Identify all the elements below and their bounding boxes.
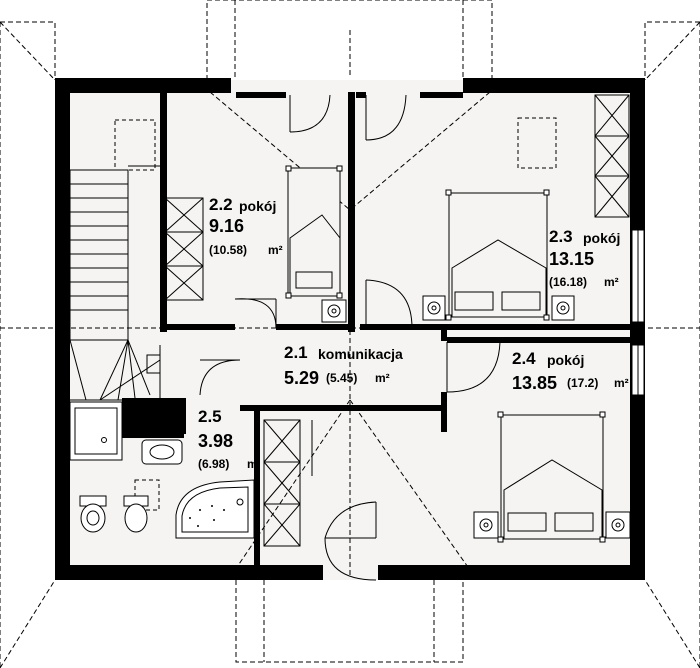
room-2-2-name: pokój: [239, 198, 277, 214]
room-2-3-area-gross: (16.18): [549, 275, 588, 289]
room-2-5-number: 2.5: [198, 407, 222, 426]
nightstands: [321, 295, 631, 539]
room-2-4-unit: m²: [614, 376, 629, 390]
doors: [199, 94, 501, 581]
room-2-4-name: pokój: [547, 352, 585, 368]
room-2-5-unit: m: [247, 457, 258, 471]
walls: [55, 78, 645, 580]
room-2-4-number: 2.4: [512, 349, 536, 368]
room-2-2-area: 9.16: [209, 216, 245, 236]
room-2-1-area-gross: (5.45): [326, 371, 358, 385]
room-2-3-unit: m²: [604, 275, 619, 289]
bathroom-fixtures: [69, 401, 255, 539]
room-2-2-area-gross: (10.58): [209, 243, 248, 257]
room-2-4-area: 13.85: [512, 373, 558, 393]
stairs: [69, 165, 162, 401]
room-2-1-unit: m²: [375, 371, 390, 385]
beds: [287, 167, 604, 540]
bed-corner-markers: [285, 165, 606, 543]
room-2-3-number: 2.3: [549, 227, 573, 246]
room-2-1-number: 2.1: [284, 343, 308, 362]
room-2-5-area: 3.98: [198, 431, 234, 451]
room-2-2-unit: m²: [268, 243, 283, 257]
room-2-2-number: 2.2: [209, 195, 233, 214]
room-2-3-name: pokój: [583, 230, 621, 246]
bath-dots: [189, 505, 225, 527]
skylights: [114, 117, 557, 511]
room-2-5-area-gross: (6.98): [198, 457, 230, 471]
wardrobes: [164, 94, 630, 547]
windows: [631, 229, 645, 396]
room-2-1-area: 5.29: [284, 368, 320, 388]
room-2-1-name: komunikacja: [318, 346, 403, 362]
room-2-4-area-gross: (17.2): [567, 376, 599, 390]
room-2-3-area: 13.15: [549, 249, 595, 269]
